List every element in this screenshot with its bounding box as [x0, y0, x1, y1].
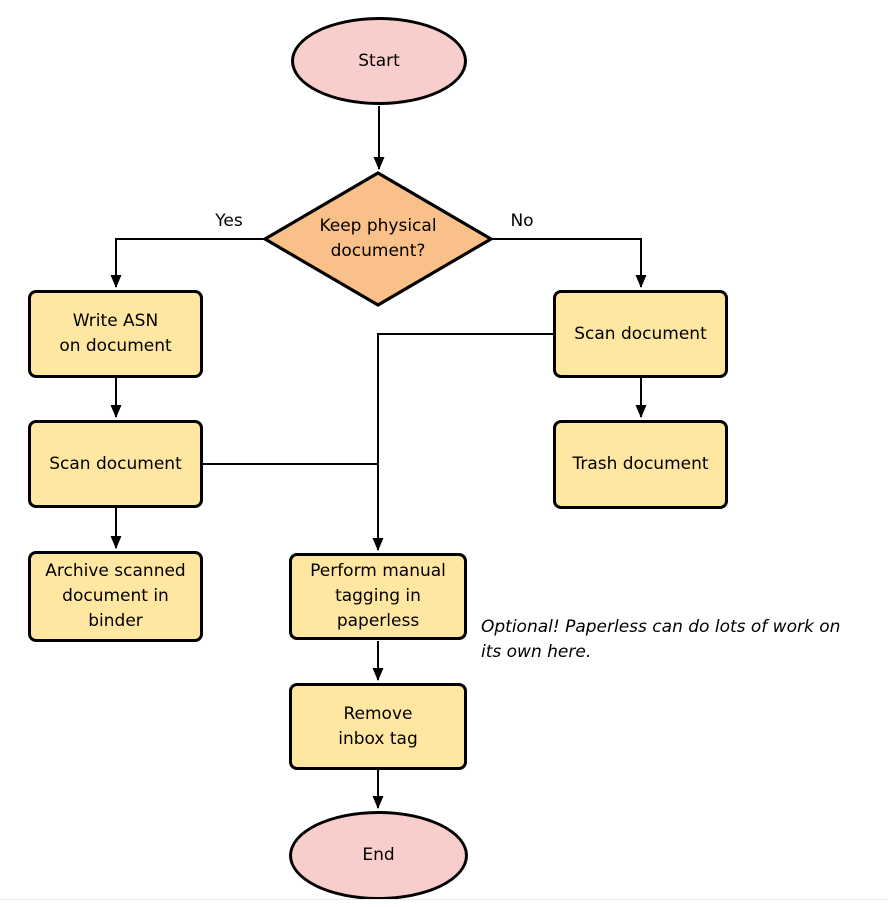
node-scan-left: Scan document	[28, 420, 203, 508]
node-archive: Archive scanned document in binder	[28, 551, 203, 642]
node-perform-tagging: Perform manual tagging in paperless	[289, 553, 467, 640]
note-optional-text: Optional! Paperless can do lots of work …	[481, 617, 841, 662]
node-end: End	[289, 811, 468, 900]
edge-label-no: No	[492, 210, 552, 232]
node-perform-tagging-label: Perform manual tagging in paperless	[310, 561, 446, 631]
edge-label-yes: Yes	[199, 210, 259, 232]
decision-text: Keep physical document?	[319, 216, 437, 261]
edge-decision-yes	[110, 238, 264, 288]
node-archive-label: Archive scanned document in binder	[45, 561, 186, 631]
node-start-label: Start	[358, 50, 400, 71]
edge-scanright-to-tagging	[372, 333, 553, 551]
node-write-asn-label: Write ASN on document	[59, 311, 172, 356]
decision-diamond-shape	[261, 171, 495, 307]
node-write-asn: Write ASN on document	[28, 290, 203, 378]
node-start: Start	[291, 17, 467, 105]
node-end-label: End	[362, 845, 395, 865]
node-scan-right: Scan document	[553, 290, 728, 378]
edge-decision-no	[492, 238, 647, 288]
bottom-hairline	[0, 899, 888, 900]
node-trash: Trash document	[553, 420, 728, 509]
node-scan-right-label: Scan document	[574, 323, 707, 344]
node-remove-inbox-label: Remove inbox tag	[338, 703, 418, 749]
node-decision-label: Keep physical document?	[278, 213, 478, 265]
yes-label-text: Yes	[215, 211, 243, 231]
no-label-text: No	[510, 211, 534, 231]
note-optional: Optional! Paperless can do lots of work …	[481, 590, 885, 665]
node-scan-left-label: Scan document	[49, 453, 182, 474]
node-remove-inbox: Remove inbox tag	[289, 683, 467, 770]
node-trash-label: Trash document	[572, 454, 709, 474]
